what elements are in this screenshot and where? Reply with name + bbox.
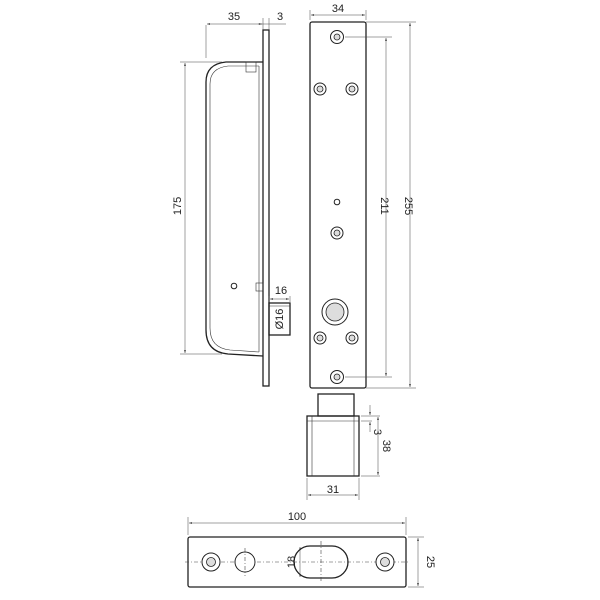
faceplate-small-hole	[333, 198, 341, 206]
dim-body-height: 175	[172, 197, 184, 215]
dim-strike-slot: 18	[286, 556, 298, 568]
side-lock-body	[205, 61, 264, 357]
keeper-bolt	[317, 393, 355, 417]
dim-strike-length: 100	[288, 511, 306, 523]
dim-side-depth: 35	[228, 11, 240, 23]
side-view: 35 3 175 16 Ø16	[172, 11, 291, 387]
faceplate-outline	[309, 21, 367, 389]
side-screw-hole	[230, 282, 238, 290]
dim-bolt-diameter: Ø16	[274, 309, 286, 330]
side-top-tab	[245, 61, 257, 73]
side-bolt	[268, 302, 291, 336]
dim-bolt-projection: 16	[275, 285, 287, 297]
dim-faceplate-width: 34	[332, 3, 344, 15]
dim-faceplate-thickness: 3	[277, 11, 283, 23]
front-view: 34 211 255	[309, 3, 416, 389]
dim-hole-spacing: 211	[378, 197, 390, 215]
keeper-body	[306, 415, 360, 477]
side-faceplate	[262, 29, 270, 387]
strike-slot	[293, 545, 349, 579]
strike-plate-view: 18 100 25	[185, 511, 436, 588]
dim-faceplate-length: 255	[402, 197, 414, 215]
dim-keeper-height: 38	[380, 440, 392, 452]
keeper-view: 3 38 31	[306, 393, 392, 500]
dim-keeper-width: 31	[327, 484, 339, 496]
dim-keeper-lip: 3	[371, 429, 383, 435]
dim-strike-width: 25	[424, 556, 436, 568]
